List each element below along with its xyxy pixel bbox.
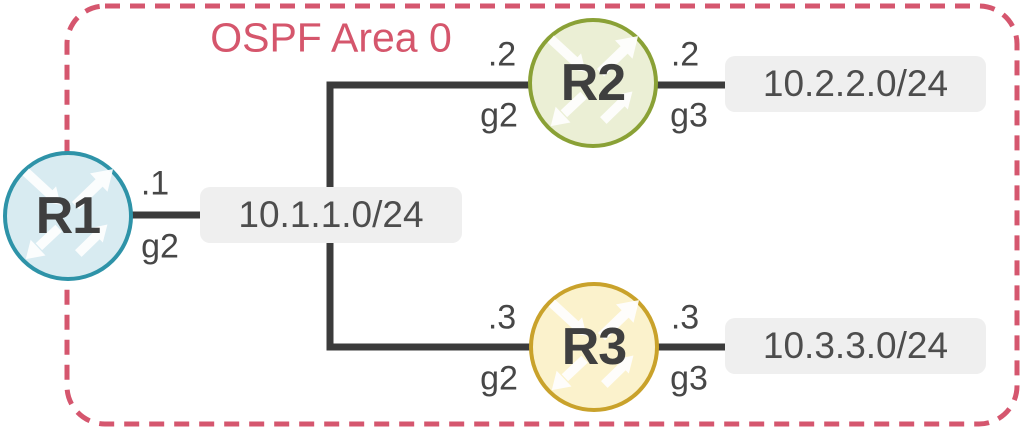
network-cidr: 10.2.2.0/24 [762, 63, 949, 104]
router-name: R2 [560, 54, 626, 112]
network-label-1: 10.1.1.0/24 [200, 187, 462, 243]
network-cidr: 10.1.1.0/24 [238, 194, 424, 235]
network-label-2: 10.2.2.0/24 [725, 56, 986, 112]
router-arrows-icon [548, 299, 640, 391]
router-node-r2: R2 [528, 18, 658, 148]
interface-address-label: .2 [670, 35, 700, 74]
router-arrows-icon [22, 168, 114, 260]
interface-port-label: g3 [670, 96, 708, 135]
interface-address-label: .3 [670, 298, 700, 337]
router-name: R3 [561, 318, 627, 376]
network-cidr: 10.3.3.0/24 [762, 325, 949, 366]
interface-port-label: g2 [141, 227, 179, 266]
interface-address-label: .2 [487, 35, 517, 74]
router-arrows-icon [547, 35, 639, 127]
router-node-r3: R3 [529, 282, 659, 412]
interface-address-label: .1 [140, 164, 170, 203]
router-name: R1 [35, 187, 101, 245]
ospf-area-title: OSPF Area 0 [210, 14, 452, 61]
interface-port-label: g2 [480, 359, 518, 398]
network-label-3: 10.3.3.0/24 [725, 318, 986, 374]
interface-address-label: .3 [487, 298, 517, 337]
router-node-r1: R1 [3, 151, 133, 281]
interface-port-label: g3 [670, 359, 708, 398]
interface-port-label: g2 [480, 96, 518, 135]
